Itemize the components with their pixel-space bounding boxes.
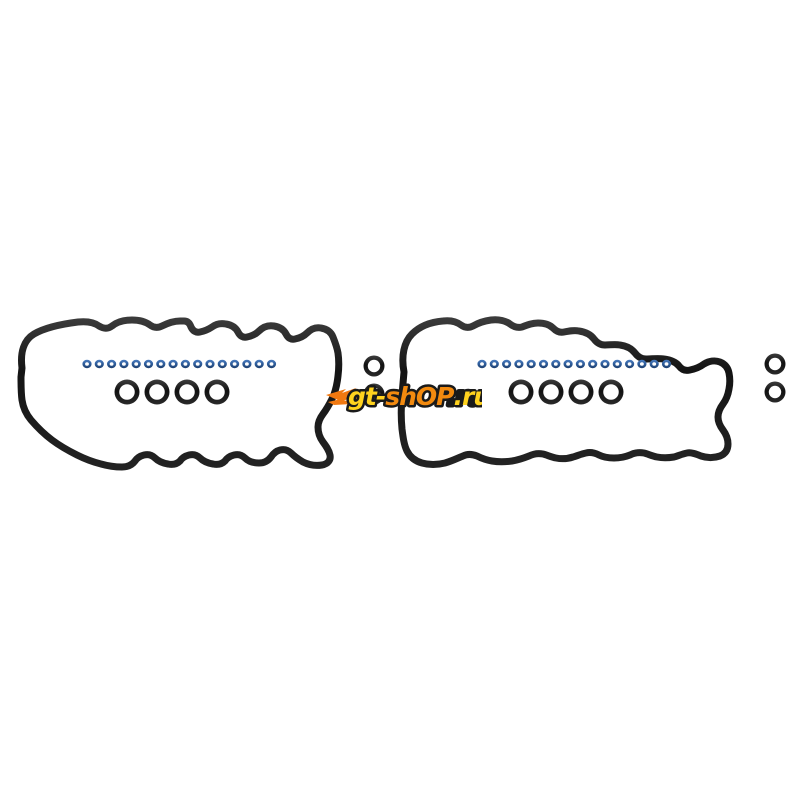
- black-seal: [204, 379, 230, 405]
- blue-seal: [168, 359, 178, 369]
- blue-seal: [612, 359, 622, 369]
- blue-seal: [217, 359, 227, 369]
- blue-seal: [649, 359, 659, 369]
- black-seal: [598, 379, 624, 405]
- gasket-right: [397, 316, 734, 468]
- blue-seal: [230, 359, 240, 369]
- blue-seal: [538, 359, 549, 369]
- gasket-right-outline: [397, 316, 734, 468]
- blue-seal: [131, 359, 141, 369]
- blue-seal: [526, 359, 536, 369]
- spark-plug-seal: [764, 381, 786, 403]
- blue-seal: [143, 359, 154, 369]
- blue-seal: [661, 359, 672, 369]
- blue-seal: [156, 359, 166, 369]
- blue-seal: [600, 359, 610, 369]
- spark-plug-seal: [363, 383, 385, 405]
- spark-plug-seals-center: [363, 355, 385, 405]
- blue-seal: [205, 359, 215, 369]
- black-seal: [174, 379, 200, 405]
- spark-plug-seal: [764, 353, 786, 375]
- blue-seal: [477, 359, 487, 369]
- black-seal: [144, 379, 170, 405]
- spark-plug-seals-right: [764, 353, 786, 403]
- gasket-right-blue-seal-row: [477, 359, 672, 369]
- gasket-left: [17, 316, 343, 471]
- blue-seal: [82, 359, 92, 369]
- blue-seal: [107, 359, 117, 369]
- black-seal: [508, 379, 534, 405]
- blue-seal: [193, 359, 203, 369]
- blue-seal: [502, 359, 512, 369]
- blue-seal: [575, 359, 586, 369]
- spark-plug-seal: [363, 355, 385, 377]
- blue-seal: [625, 359, 635, 369]
- gasket-left-outline: [17, 316, 343, 471]
- blue-seal: [514, 359, 524, 369]
- blue-seal: [551, 359, 561, 369]
- blue-seal: [180, 359, 190, 369]
- blue-seal: [266, 359, 277, 369]
- black-seal: [538, 379, 564, 405]
- blue-seal: [489, 359, 499, 369]
- black-seal: [114, 379, 140, 405]
- blue-seal: [94, 359, 104, 369]
- gasket-right-black-seal-row: [508, 379, 624, 405]
- blue-seal: [242, 359, 252, 369]
- black-seal: [568, 379, 594, 405]
- gasket-left-blue-seal-row: [82, 359, 277, 369]
- blue-seal: [254, 359, 264, 369]
- blue-seal: [637, 359, 647, 369]
- blue-seal: [588, 359, 598, 369]
- blue-seal: [119, 359, 129, 369]
- gasket-left-black-seal-row: [114, 379, 230, 405]
- blue-seal: [563, 359, 573, 369]
